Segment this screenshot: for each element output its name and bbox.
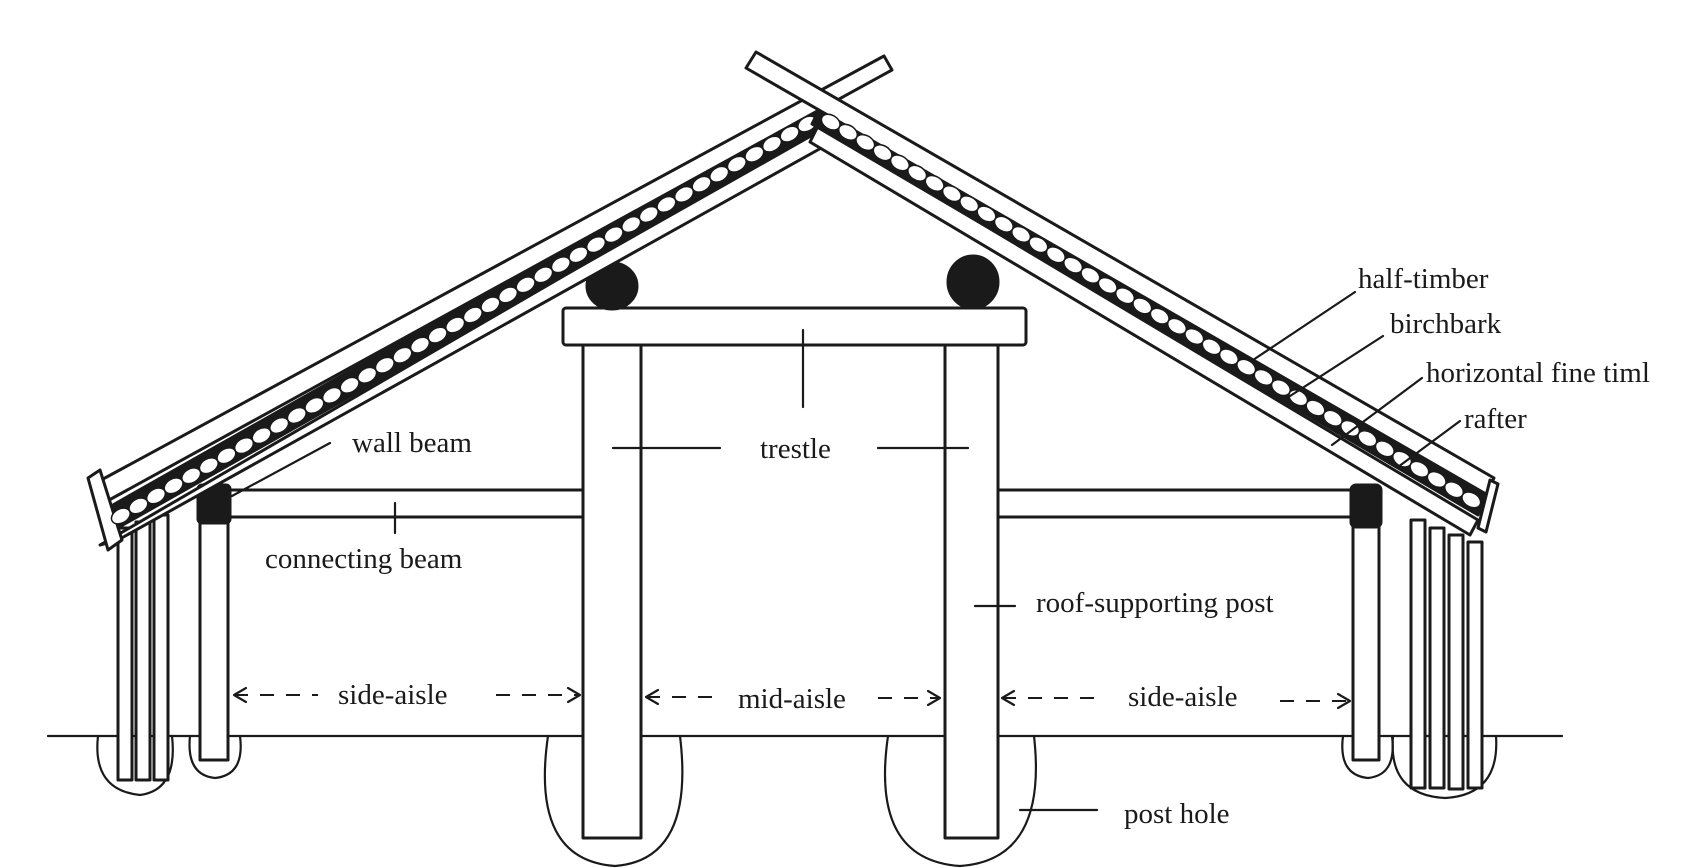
post-hole-left-outer: [96, 734, 174, 797]
arrowhead: [566, 686, 582, 704]
roof-left-slope: [86, 54, 894, 552]
label-wall-beam: wall beam: [352, 427, 472, 459]
label-mid-aisle: mid-aisle: [738, 683, 846, 715]
post-hole-right-inner: [1341, 734, 1394, 780]
label-post-hole: post hole: [1124, 798, 1230, 830]
arrowhead: [1336, 692, 1352, 710]
roof-right-slope: [744, 50, 1500, 537]
leader-wall-beam: [230, 441, 332, 498]
roof-supporting-post-right: [943, 341, 1000, 840]
eave-board-right: [1476, 478, 1500, 534]
right-wall-planks: [1409, 518, 1484, 791]
left-wall-post: [198, 503, 230, 762]
label-side-aisle-left: side-aisle: [338, 679, 448, 711]
label-half-timber: half-timber: [1358, 263, 1489, 295]
label-side-aisle-right: side-aisle: [1128, 681, 1238, 713]
wall-beam-right: [1349, 483, 1383, 529]
right-wall-post: [1351, 503, 1381, 762]
arrowhead: [232, 686, 248, 704]
connecting-beam-left: [226, 488, 585, 519]
leader-rafter: [1396, 419, 1462, 469]
horizontal-fine-timber-left: [110, 115, 818, 525]
arrowhead: [1000, 689, 1016, 707]
label-connecting-beam: connecting beam: [265, 543, 463, 575]
label-roof-supporting-post: roof-supporting post: [1036, 587, 1274, 619]
left-wall-planks: [116, 513, 170, 782]
post-hole-right-outer: [1391, 734, 1498, 800]
label-rafter: rafter: [1464, 403, 1527, 435]
roof-supporting-post-left: [581, 341, 643, 840]
arrowhead: [926, 689, 942, 707]
label-birchbark: birchbark: [1390, 308, 1502, 340]
leader-half-timber: [1251, 290, 1357, 362]
post-holes: [96, 734, 1498, 868]
label-horizontal-fine-timber: horizontal fine timl: [1426, 357, 1650, 389]
fine-timber-pebble: [1461, 491, 1482, 509]
connecting-beam-right: [996, 488, 1355, 519]
half-timber-right: [744, 50, 1496, 496]
horizontal-fine-timber-right: [820, 113, 1482, 509]
trestle-beam: [561, 306, 1028, 347]
post-hole-left-inner: [188, 734, 242, 780]
arrowhead: [644, 688, 660, 706]
label-trestle: trestle: [760, 433, 831, 465]
purlin-right: [946, 254, 1000, 310]
leader-birchbark: [1285, 334, 1385, 400]
aisle-dimension-arrows: [232, 686, 1352, 710]
leader-lines: [230, 290, 1462, 812]
rafter-right: [808, 124, 1480, 537]
post-hole-center-left: [543, 734, 684, 868]
post-hole-center-right: [883, 734, 1038, 868]
eave-board-left: [86, 468, 124, 552]
leader-horizontal-fine-timber: [1330, 376, 1424, 447]
